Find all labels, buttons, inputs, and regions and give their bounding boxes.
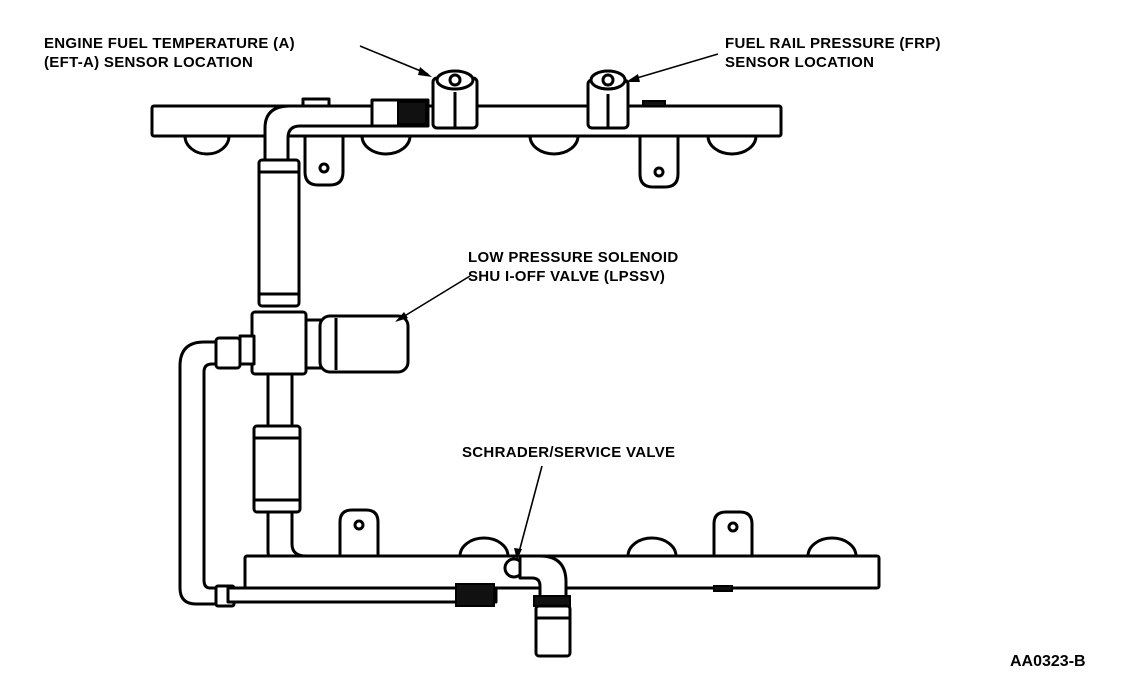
supply-line-upper bbox=[257, 104, 374, 308]
frp-sensor bbox=[586, 69, 630, 130]
lpssv-label-line2: SHU I-OFF VALVE (LPSSV) bbox=[468, 268, 665, 285]
schrader-valve bbox=[503, 554, 572, 658]
lpssv-label-line1: LOW PRESSURE SOLENOID bbox=[468, 249, 678, 266]
leader-lines bbox=[359, 45, 719, 560]
eft-a-sensor bbox=[431, 69, 479, 130]
return-loop-line bbox=[178, 336, 242, 608]
lower-fuel-rail bbox=[226, 508, 881, 607]
lpssv-valve bbox=[238, 310, 410, 376]
frp-label-line1: FUEL RAIL PRESSURE (FRP) bbox=[725, 35, 941, 52]
eft-label-line1: ENGINE FUEL TEMPERATURE (A) bbox=[44, 35, 295, 52]
frp-label-line2: SENSOR LOCATION bbox=[725, 54, 874, 71]
figure-code: AA0323-B bbox=[1010, 653, 1086, 670]
eft-label-line2: (EFT-A) SENSOR LOCATION bbox=[44, 54, 253, 71]
schrader-label: SCHRADER/SERVICE VALVE bbox=[462, 444, 675, 461]
